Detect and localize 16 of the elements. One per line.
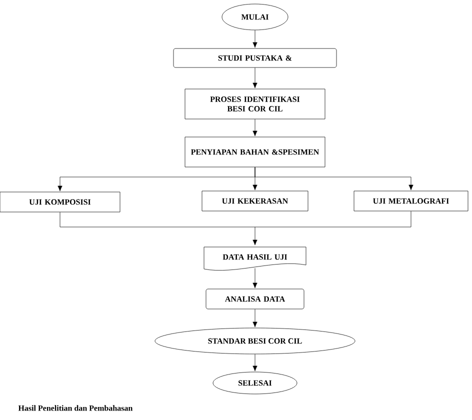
arrow — [252, 309, 258, 328]
arrow — [252, 268, 258, 288]
section-heading: Hasil Penelitian dan Pembahasan — [18, 405, 133, 411]
arrow — [252, 226, 258, 246]
process-box: PENYIAPAN BAHAN &SPESIMEN — [184, 136, 326, 168]
process-box: PROSES IDENTIFIKASI BESI COR CIL — [184, 88, 326, 120]
arrow — [252, 354, 258, 372]
process-box: UJI KOMPOSISI — [0, 192, 120, 212]
process-box: STUDI PUSTAKA & — [173, 48, 337, 68]
arrow — [254, 167, 414, 190]
process-box: UJI METALOGRAFI — [354, 190, 468, 212]
arrow — [252, 119, 258, 136]
process-box: UJI KEKERASAN — [202, 190, 308, 212]
arrow — [252, 68, 258, 88]
process-box: ANALISA DATA — [206, 288, 304, 310]
arrow — [252, 30, 258, 48]
